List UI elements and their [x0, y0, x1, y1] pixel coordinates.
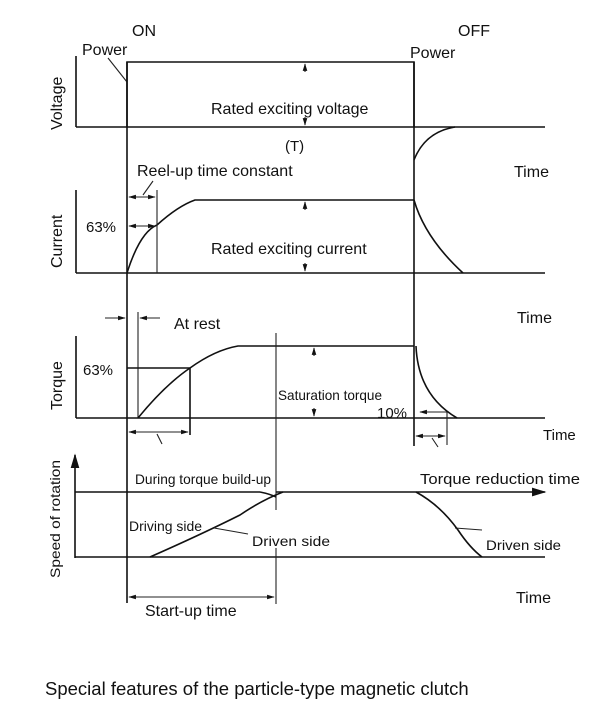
- voltage-level-label: Rated exciting voltage: [211, 101, 369, 118]
- torque-off-decay: [415, 345, 458, 419]
- current-time-label: Time: [514, 164, 549, 181]
- decay-10-label: 10%: [377, 405, 407, 422]
- torque-time-label: Time: [543, 427, 576, 444]
- driven-side-off-leader: [454, 527, 483, 531]
- saturation-label: Saturation torque: [278, 387, 382, 403]
- driven-side-ramp: [149, 491, 284, 558]
- current-off-decay: [413, 199, 464, 274]
- voltage-off-recovery: [413, 126, 456, 161]
- current-panel: Current Reel-up time constant 63% Rated …: [49, 163, 549, 274]
- speed-time-label: Time: [516, 590, 551, 607]
- torque-axis-label: Torque: [49, 361, 66, 410]
- speed-axis-label: Speed of rotation: [47, 460, 63, 578]
- current-level-label: Rated exciting current: [211, 241, 367, 258]
- driving-side-dip: [259, 491, 277, 498]
- diagram-caption: Special features of the particle-type ma…: [45, 678, 469, 699]
- voltage-waveform: [126, 61, 415, 127]
- current-axis-label: Current: [49, 214, 66, 268]
- power-on-label: Power: [82, 42, 128, 59]
- startup-label: Start-up time: [145, 603, 237, 620]
- driven-side-off-label: Driven side: [486, 537, 561, 553]
- at-rest-label: At rest: [174, 316, 221, 333]
- time-constant-label: Reel-up time constant: [137, 163, 293, 180]
- torque-reduction-leader: [431, 437, 439, 448]
- current-63-label: 63%: [86, 219, 116, 236]
- torque-panel: Torque At rest 63% Saturation torque 10%…: [49, 310, 576, 510]
- on-label: ON: [132, 23, 156, 40]
- voltage-period-label: (T): [285, 138, 304, 155]
- torque-reduction-label: Torque reduction time: [420, 471, 580, 488]
- driven-side-label: Driven side: [252, 533, 330, 549]
- torque-time-label-top: Time: [517, 310, 552, 327]
- off-label: OFF: [458, 23, 490, 40]
- voltage-axis-label: Voltage: [49, 77, 66, 130]
- power-on-leader: [107, 57, 128, 83]
- driving-side-label: Driving side: [129, 518, 202, 534]
- driven-side-off-decay: [415, 491, 483, 558]
- torque-buildup-leader: [156, 433, 163, 445]
- time-constant-leader: [142, 180, 154, 196]
- current-waveform: [126, 199, 414, 274]
- power-off-label: Power: [410, 45, 456, 62]
- build-up-label: During torque build-up: [135, 471, 271, 487]
- torque-63-label: 63%: [83, 362, 113, 379]
- voltage-panel: Voltage Rated exciting voltage (T): [49, 56, 545, 161]
- speed-panel: Speed of rotation During torque build-up…: [47, 453, 580, 620]
- driven-side-leader: [213, 527, 249, 535]
